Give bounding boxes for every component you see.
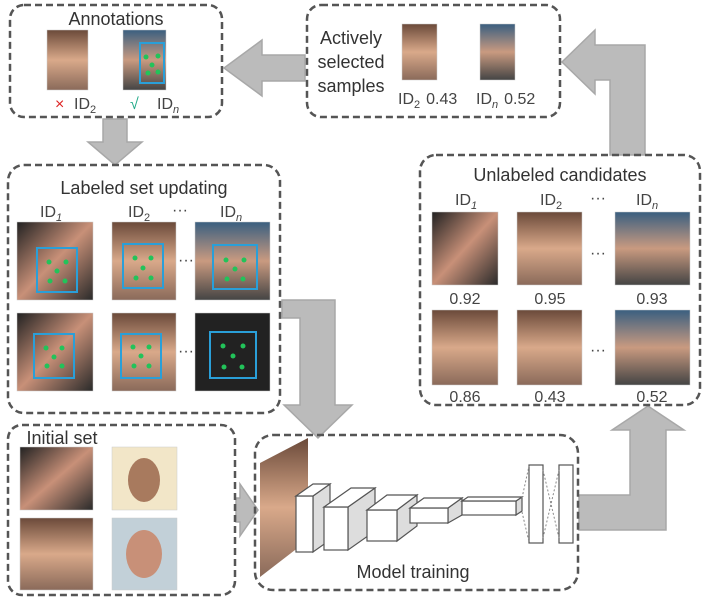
svg-text:ID2: ID2	[128, 204, 150, 224]
arrow-initial-to-model	[235, 481, 259, 539]
candidate-score: 0.86	[449, 389, 480, 406]
arrow-selected-to-annotations	[222, 38, 306, 98]
initial-set-panel: Initial set	[6, 423, 237, 597]
annotations-title: Annotations	[68, 9, 163, 29]
unlabeled-candidates-panel: Unlabeled candidates ID1 ID2 ··· IDn ···…	[418, 153, 702, 407]
initial-title: Initial set	[26, 428, 97, 448]
arrow-labeled-to-model	[281, 299, 354, 440]
model-title: Model training	[356, 562, 469, 582]
labeled-set-panel: Labeled set updating ID1 ID2 ··· IDn ···…	[6, 163, 282, 415]
selected-title-line: Actively	[320, 28, 382, 48]
face-photo	[401, 23, 438, 81]
annotation-label: IDn	[157, 96, 179, 116]
svg-text:IDn: IDn	[636, 192, 658, 212]
model-training-panel: Model training	[253, 433, 580, 592]
accept-icon: √	[130, 96, 139, 113]
svg-text:···: ···	[590, 245, 606, 262]
svg-text:IDn: IDn	[220, 204, 242, 224]
face-bounding-box	[139, 42, 165, 84]
candidate-score: 0.92	[449, 291, 480, 308]
reject-icon: ×	[55, 96, 64, 113]
selected-title-line: selected	[317, 52, 384, 72]
candidate-score: 0.52	[636, 389, 667, 406]
arrow-model-to-unlabeled	[578, 405, 687, 531]
arrow-annotations-to-labeled	[85, 118, 145, 166]
unlabeled-title: Unlabeled candidates	[473, 165, 646, 185]
labeled-photos	[16, 221, 271, 392]
cnn-layers-icon	[294, 464, 574, 554]
face-photo	[122, 29, 167, 91]
svg-text:···: ···	[172, 202, 188, 219]
candidate-score: 0.95	[534, 291, 565, 308]
svg-text:···: ···	[590, 342, 606, 359]
selected-title-line: samples	[317, 76, 384, 96]
arrow-unlabeled-to-selected	[560, 28, 646, 156]
candidate-score: 0.93	[636, 291, 667, 308]
svg-text:···: ···	[178, 252, 194, 269]
annotations-panel: Annotations × ID2 √ IDn	[8, 3, 224, 119]
svg-text:ID1: ID1	[455, 192, 477, 212]
candidate-score: 0.43	[534, 389, 565, 406]
svg-text:···: ···	[178, 343, 194, 360]
svg-text:ID1: ID1	[40, 204, 62, 224]
face-photo	[479, 23, 516, 81]
labeled-title: Labeled set updating	[60, 178, 227, 198]
face-photo	[46, 29, 89, 91]
svg-text:ID2: ID2	[540, 192, 562, 212]
annotation-label: ID2	[74, 96, 96, 116]
svg-text:···: ···	[590, 190, 606, 207]
